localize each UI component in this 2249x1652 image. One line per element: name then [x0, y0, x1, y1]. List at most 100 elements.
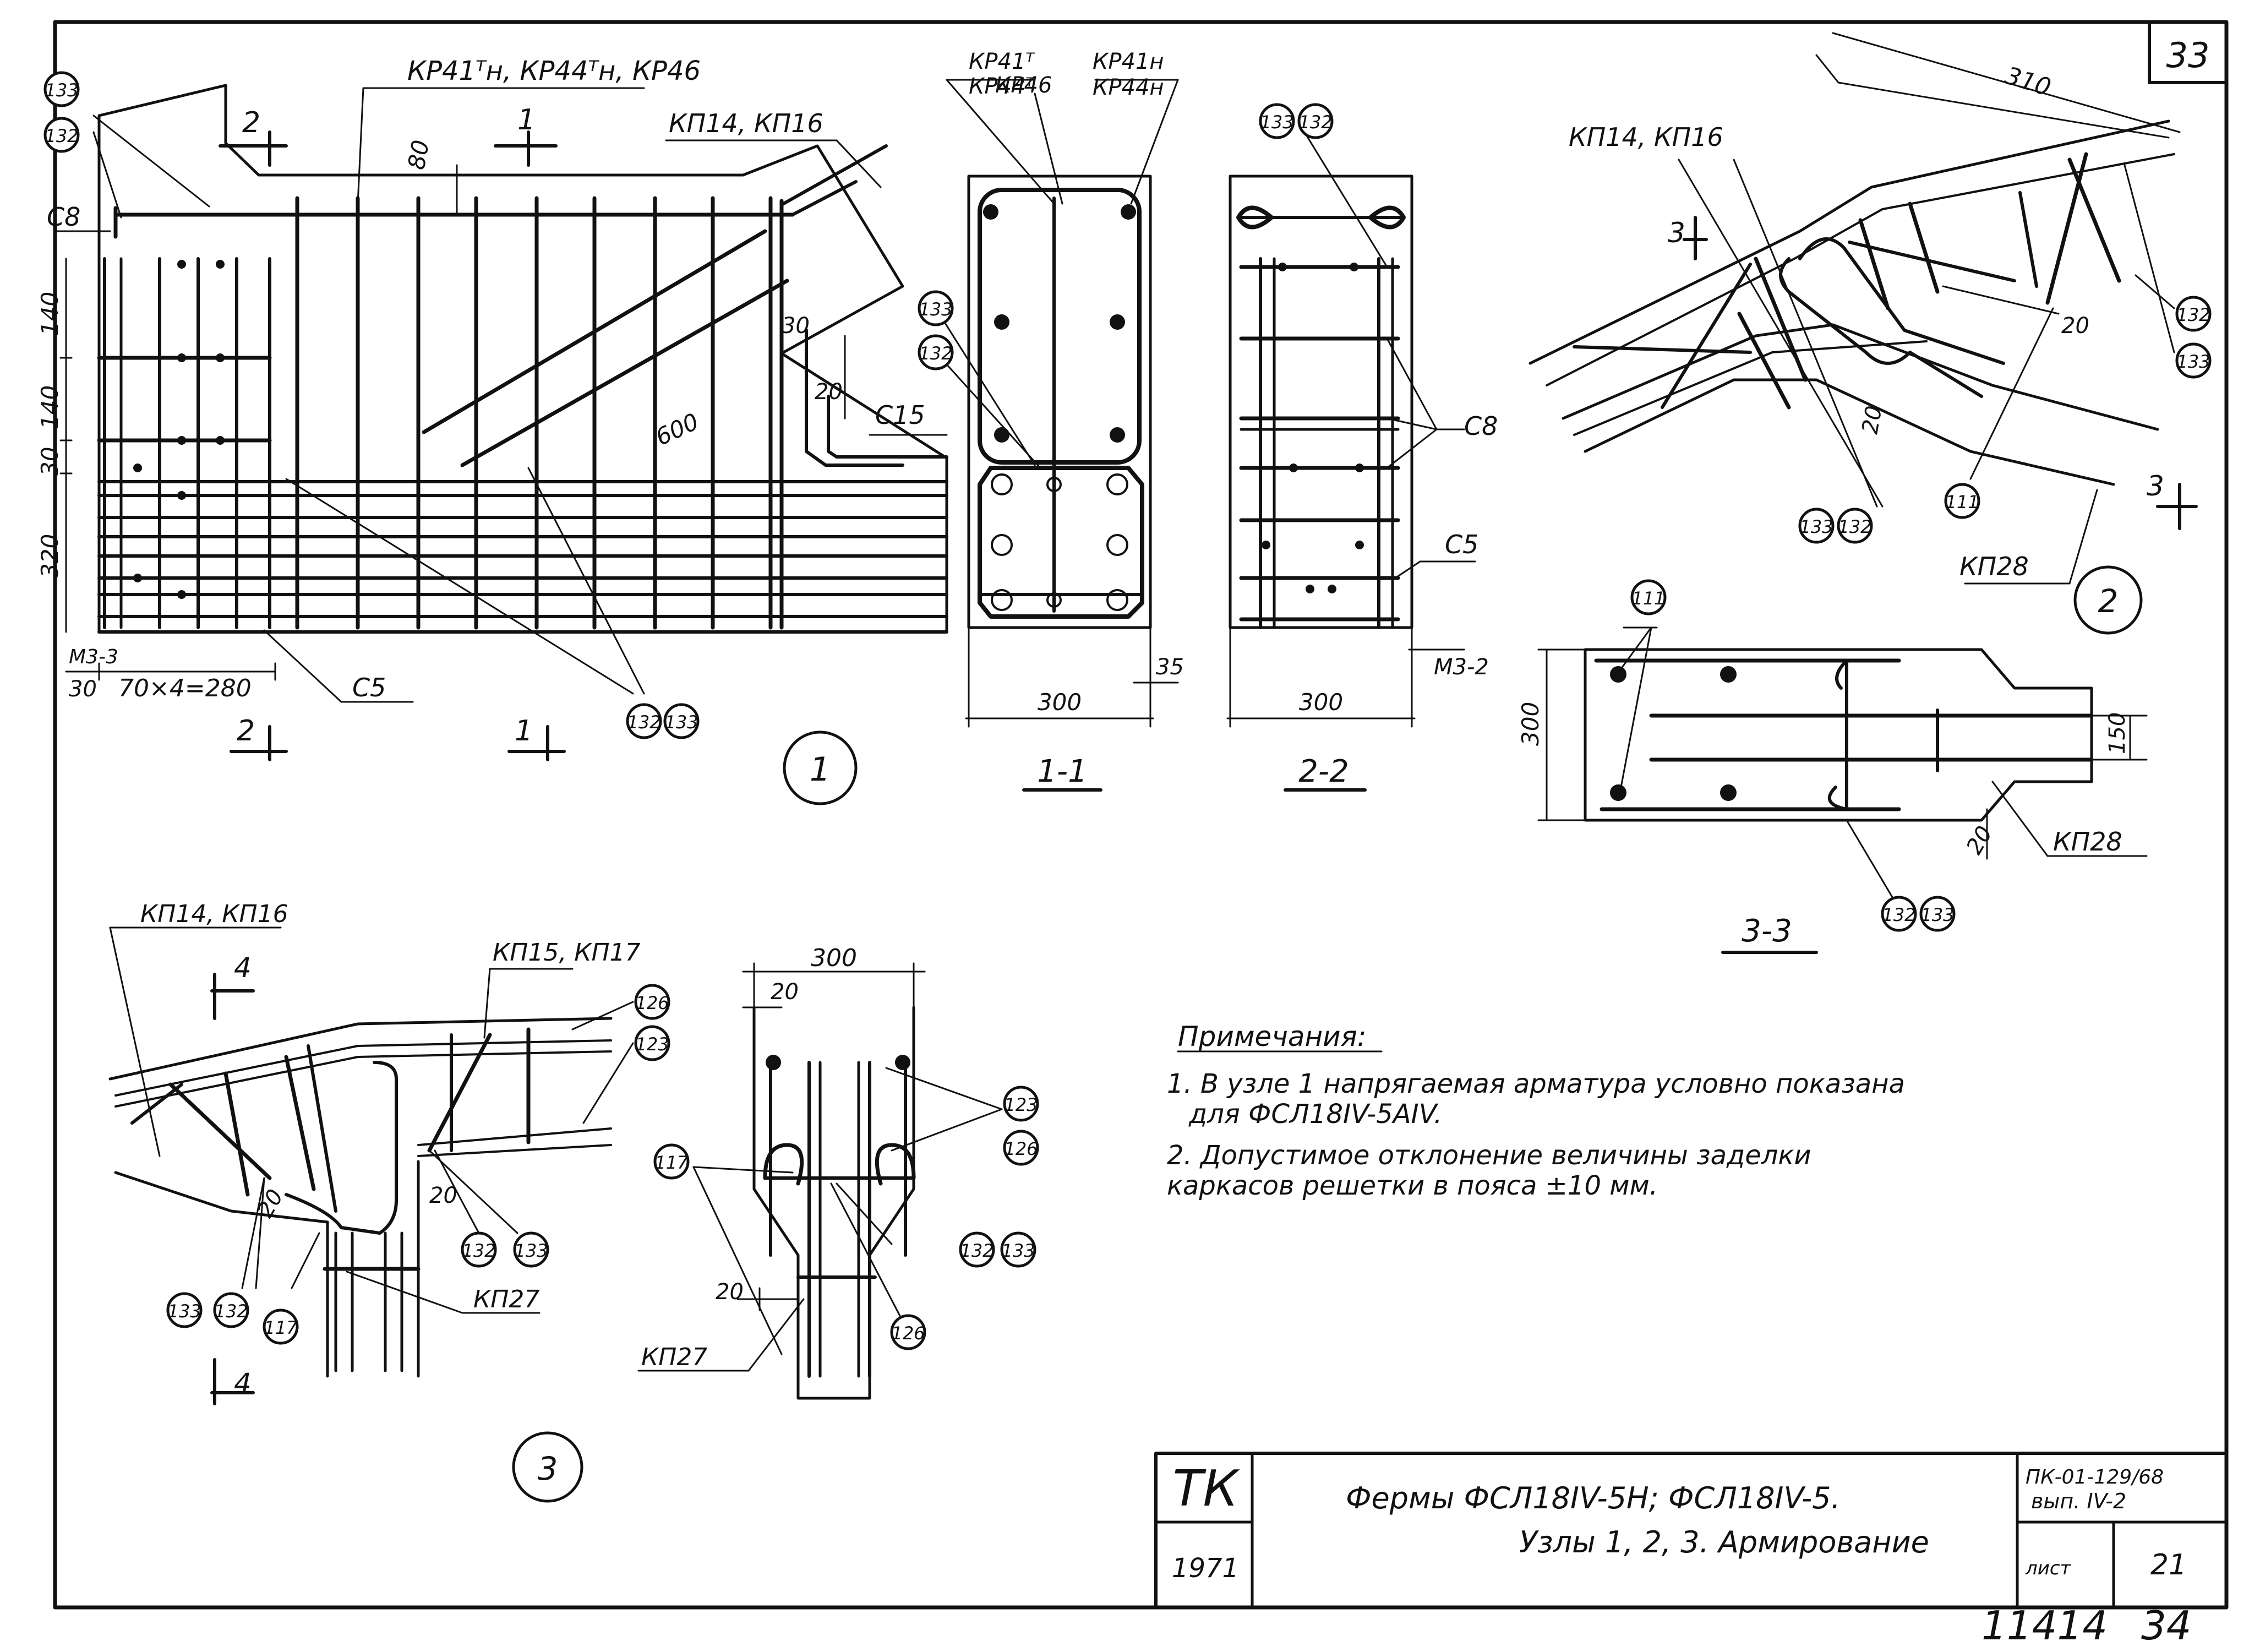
node3-kp15-label: КП15, КП17 [493, 939, 641, 967]
node1-c5-label: С5 [352, 673, 386, 702]
svg-text:132: 132 [1838, 516, 1871, 537]
svg-text:132: 132 [214, 1301, 248, 1322]
sec11-width: 300 [1038, 689, 1082, 716]
svg-text:133: 133 [1260, 112, 1293, 133]
node3-kp27-label: КП27 [473, 1285, 539, 1313]
node1-dim-30: 30 [36, 447, 63, 476]
sec11-35: 35 [1156, 655, 1184, 680]
svg-text:111: 111 [1631, 588, 1665, 609]
svg-text:132: 132 [45, 126, 78, 146]
svg-text:132: 132 [960, 1240, 994, 1261]
notes-title: Примечания: [1178, 1021, 1367, 1053]
sec44-balloon-132 [959, 1231, 995, 1268]
svg-text:3: 3 [538, 1450, 558, 1487]
section-3-3 [1537, 626, 2148, 954]
svg-text:132: 132 [1298, 112, 1332, 133]
bottom-number-left: 11414 [1981, 1602, 2108, 1649]
svg-text:132: 132 [2176, 304, 2210, 325]
node1-balloon-132-bottom [626, 703, 662, 739]
node3-balloon-123 [634, 1025, 670, 1061]
sec44-dim-20b: 20 [716, 1279, 744, 1305]
node2-balloon-133-bottom [1798, 508, 1835, 544]
sec11-kr41n: КР41н [1093, 49, 1164, 74]
node1-dim-30r: 30 [782, 313, 810, 339]
node1-cut-1: 1 [517, 103, 536, 137]
node3-balloon-132-left [213, 1292, 249, 1328]
sec44-balloon-123 [1003, 1086, 1039, 1122]
sec11-balloon-133 [918, 290, 954, 326]
title-block: ТК 1971 Фермы ФСЛ18IV-5Н; ФСЛ18IV-5. Узл… [1154, 1452, 2228, 1609]
svg-text:117: 117 [654, 1152, 689, 1173]
node1-balloon-132-top [43, 117, 80, 153]
notes-block: Примечания: 1. В узле 1 напрягаемая арма… [1167, 1021, 1905, 1201]
titleblock-list-label: лист [2025, 1557, 2072, 1579]
node3-balloon-133 [513, 1231, 549, 1268]
sec44-dim-20a: 20 [771, 979, 799, 1005]
sec33-dim-20: 20 [1962, 822, 1997, 859]
note-1-line-2: для ФСЛ18IV-5AIV. [1188, 1099, 1442, 1130]
sec33-dim-300: 300 [1517, 702, 1544, 746]
node3-dim-20a: 20 [429, 1183, 457, 1208]
svg-text:126: 126 [891, 1323, 925, 1344]
sec22-balloon-132 [1297, 103, 1334, 139]
svg-text:133: 133 [45, 80, 78, 101]
titleblock-issue: вып. IV-2 [2031, 1489, 2126, 1513]
sec33-title: 3-3 [1742, 913, 1792, 949]
node1-balloon-133-bottom [663, 703, 700, 739]
node3-balloon-133-left [166, 1292, 203, 1328]
svg-text:133: 133 [2176, 351, 2210, 372]
svg-text:132: 132 [1882, 904, 1915, 925]
note-2-line-1: 2. Допустимое отклонение величины заделк… [1167, 1140, 1811, 1171]
svg-text:123: 123 [635, 1034, 669, 1055]
sec44-balloon-126-bottom [890, 1314, 926, 1350]
section-3-3-labels: 300 150 20 КП28 3-3 111 132 133 [1517, 579, 2130, 949]
sec33-balloon-132 [1881, 896, 1917, 932]
note-2-line-2: каркасов решетки в пояса ±10 мм. [1167, 1170, 1658, 1201]
svg-text:111: 111 [1945, 492, 1979, 512]
node2-cut-3b: 3 [2147, 470, 2164, 502]
note-1-line-1: 1. В узле 1 напрягаемая арматура условно… [1167, 1068, 1905, 1099]
sec22-balloon-133 [1259, 103, 1295, 139]
node3-cut-4b: 4 [234, 1367, 252, 1399]
sheet-number: 33 [2166, 35, 2210, 75]
sec44-balloon-126-right [1003, 1130, 1039, 1166]
titleblock-year: 1971 [1172, 1553, 1239, 1584]
section-2-2 [1226, 131, 1476, 792]
sec22-c5: С5 [1445, 530, 1478, 559]
svg-text:133: 133 [1001, 1240, 1035, 1261]
sec44-balloon-133 [1000, 1231, 1036, 1268]
node-1-labels: КР41ᵀн, КР44ᵀн, КР46 КП14, КП16 С8 С15 С… [36, 56, 925, 805]
node1-kp-label: КП14, КП16 [669, 108, 823, 138]
section-1-1 [935, 79, 1179, 792]
node1-balloon-133-top [43, 71, 80, 107]
node1-cut-2: 2 [242, 106, 260, 139]
svg-text:133: 133 [167, 1301, 201, 1322]
node2-dim-310: 310 [2002, 62, 2054, 102]
node2-balloon-133-right [2175, 342, 2212, 379]
sec22-m3: М3-2 [1434, 655, 1489, 680]
node2-kp28: КП28 [1959, 552, 2029, 581]
node1-c15-label: С15 [875, 400, 925, 430]
sec22-c8: С8 [1464, 411, 1498, 441]
svg-text:2: 2 [2098, 582, 2119, 620]
node1-circle [783, 730, 858, 805]
node1-dim-320: 320 [36, 534, 63, 578]
node1-cut-2-bottom: 2 [237, 715, 255, 748]
node-3-drawing [108, 926, 634, 1405]
node1-kr-label: КР41ᵀн, КР44ᵀн, КР46 [407, 56, 701, 86]
node1-dim-600: 600 [652, 408, 703, 451]
node1-dim-140a: 140 [36, 292, 63, 336]
node3-balloon-117 [263, 1308, 299, 1345]
node1-dim-20: 20 [815, 379, 843, 405]
sec33-balloon-133 [1919, 896, 1956, 932]
node1-dim-280: 70×4=280 [118, 674, 252, 702]
sec22-width: 300 [1299, 689, 1343, 716]
bottom-number-right: 34 [2141, 1602, 2192, 1649]
sec44-dim-300: 300 [811, 944, 857, 972]
node2-circle [2073, 565, 2143, 635]
svg-text:132: 132 [919, 343, 952, 364]
sec11-title: 1-1 [1037, 754, 1087, 789]
svg-text:117: 117 [264, 1317, 298, 1338]
titleblock-org: ТК [1173, 1460, 1241, 1518]
node1-dim-140b: 140 [36, 385, 63, 429]
